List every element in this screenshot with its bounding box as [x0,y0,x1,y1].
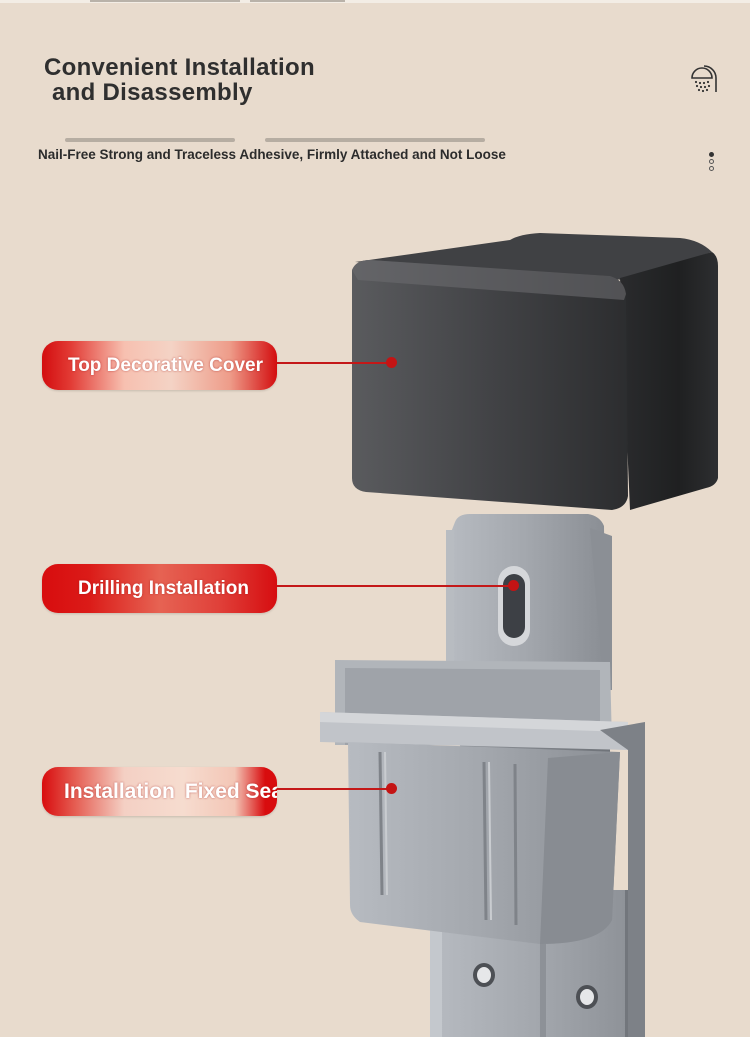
title-line-1: Convenient Installation [44,54,315,81]
pagination-dot[interactable] [709,159,714,164]
callout-label: Top Decorative Cover [68,354,263,376]
leader-dot [386,357,397,368]
leader-line [277,788,389,790]
pagination-dot-active[interactable] [709,152,714,157]
callout-top-decorative-cover: Top Decorative Cover [42,341,277,390]
top-edge-line [0,0,750,3]
shower-icon [691,65,717,93]
leader-line [277,362,389,364]
callout-label: Installation Fixed Seat [42,767,277,816]
leader-line [277,585,511,587]
callout-installation-fixed-seat: Installation Fixed Seat [42,767,277,816]
top-cover [352,233,718,510]
callout-label-line-2: Fixed Seat [184,780,277,803]
page-title: Convenient Installation and Disassembly [40,55,360,105]
subtitle: Nail-Free Strong and Traceless Adhesive,… [38,147,506,162]
fixed-seat [320,660,645,1037]
brush-stroke-decoration [65,138,485,146]
leader-dot [386,783,397,794]
pagination-dot[interactable] [709,166,714,171]
title-block: Convenient Installation and Disassembly [40,55,360,105]
callout-label-line-1: Installation [64,780,175,803]
pagination-dots-icon[interactable] [709,152,717,176]
title-line-2: and Disassembly [52,79,253,106]
callout-drilling-installation: Drilling Installation [42,564,277,613]
leader-dot [508,580,519,591]
callout-label: Drilling Installation [78,577,250,599]
